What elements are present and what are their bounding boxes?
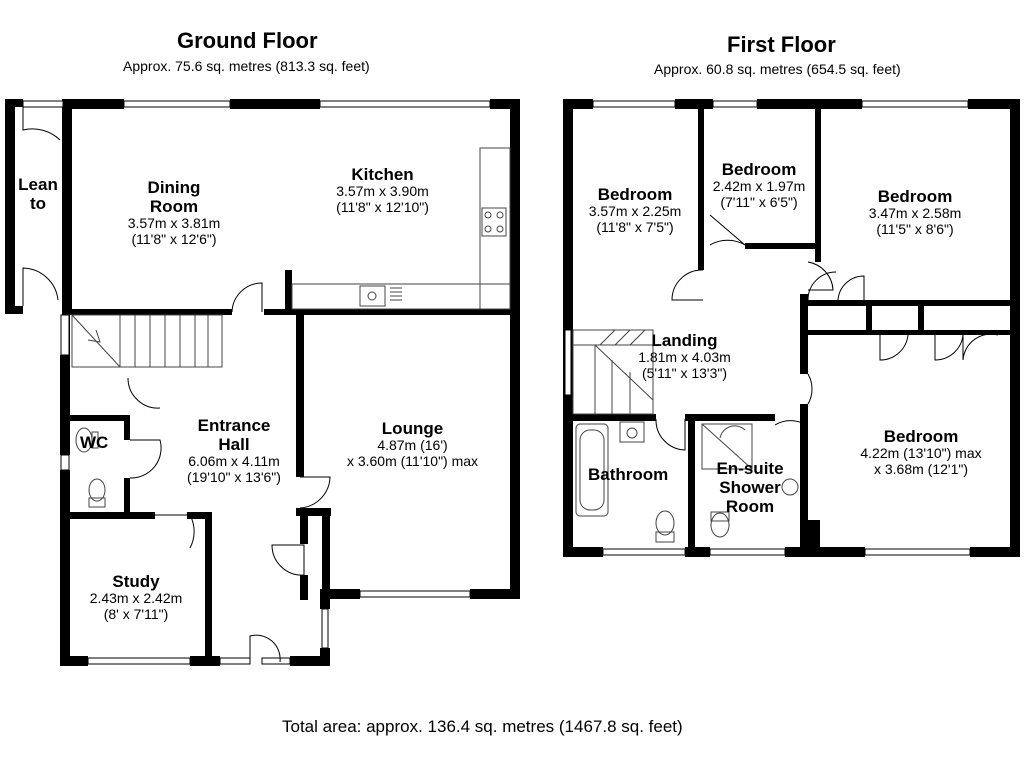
dining-room-name-2: Room [149, 197, 199, 217]
first-floor-windows [564, 100, 971, 556]
lean-to-label: Lean to [16, 175, 60, 213]
entrance-hall-name-1: Entrance [197, 416, 271, 435]
study-label: Study 2.43m x 2.42m (8' x 7'11") [72, 572, 200, 622]
kitchen-label: Kitchen 3.57m x 3.90m (11'8" x 12'10") [310, 165, 455, 215]
lounge-imperial: x 3.60m (11'10") max [346, 452, 479, 469]
lean-to-name-2: to [29, 194, 47, 214]
ground-floor-windows [22, 100, 491, 665]
ground-floor-doors [22, 107, 331, 663]
bedroom-4-name: Bedroom [883, 427, 959, 446]
entrance-hall-metric: 6.06m x 4.11m [188, 453, 280, 470]
dining-room-label: Dining Room 3.57m x 3.81m (11'8" x 12'6"… [100, 178, 248, 247]
dining-room-name-1: Dining [147, 178, 201, 197]
lounge-label: Lounge 4.87m (16') x 3.60m (11'10") max [330, 419, 495, 469]
ground-floor-walls [5, 99, 520, 666]
bedroom-1-name: Bedroom [597, 185, 673, 204]
bedroom-1-label: Bedroom 3.57m x 2.25m (11'8" x 7'5") [575, 185, 695, 235]
bedroom-3-metric: 3.47m x 2.58m [868, 205, 962, 222]
first-floor-area: Approx. 60.8 sq. metres (654.5 sq. feet) [654, 61, 901, 77]
first-floor-walls [563, 99, 1020, 557]
entrance-hall-label: Entrance Hall 6.06m x 4.11m (19'10" x 13… [160, 416, 308, 485]
ground-floor-fixtures [71, 147, 511, 508]
landing-name: Landing [651, 331, 718, 350]
lounge-metric: 4.87m (16') [377, 437, 448, 454]
landing-metric: 1.81m x 4.03m [638, 349, 731, 366]
ensuite-name-2: Shower [719, 478, 781, 498]
bedroom-1-metric: 3.57m x 2.25m [588, 203, 682, 220]
wc-label: WC [80, 433, 109, 452]
study-imperial: (8' x 7'11") [103, 605, 169, 622]
total-area: Total area: approx. 136.4 sq. metres (14… [282, 717, 683, 736]
lean-to-name-1: Lean [18, 175, 58, 194]
landing-imperial: (5'11" x 13'3") [641, 364, 728, 381]
first-floor-title: First Floor [727, 32, 836, 57]
ensuite-name-1: En-suite [716, 459, 784, 478]
kitchen-metric: 3.57m x 3.90m [336, 183, 429, 200]
lounge-name: Lounge [381, 419, 444, 438]
bedroom-4-label: Bedroom 4.22m (13'10") max x 3.68m (12'1… [840, 427, 1002, 477]
dining-room-metric: 3.57m x 3.81m [127, 215, 221, 232]
landing-label: Landing 1.81m x 4.03m (5'11" x 13'3") [622, 331, 747, 381]
bedroom-4-imperial: x 3.68m (12'1") [873, 460, 968, 477]
bedroom-3-label: Bedroom 3.47m x 2.58m (11'5" x 8'6") [850, 187, 980, 237]
entrance-hall-name-2: Hall [218, 435, 250, 455]
ground-floor-title: Ground Floor [177, 28, 318, 53]
kitchen-imperial: (11'8" x 12'10") [336, 198, 429, 215]
entrance-hall-imperial: (19'10" x 13'6") [187, 468, 281, 485]
bedroom-1-imperial: (11'8" x 7'5") [596, 218, 674, 235]
study-metric: 2.43m x 2.42m [89, 590, 183, 607]
kitchen-name: Kitchen [351, 165, 414, 184]
bedroom-2-label: Bedroom 2.42m x 1.97m (7'11" x 6'5") [704, 160, 814, 210]
bedroom-2-metric: 2.42m x 1.97m [712, 178, 806, 195]
ensuite-label: En-suite Shower Room [708, 459, 792, 516]
bedroom-3-name: Bedroom [877, 187, 953, 206]
first-floor-doors [655, 214, 999, 451]
bathroom-label: Bathroom [588, 465, 669, 484]
bedroom-4-metric: 4.22m (13'10") max [860, 445, 982, 462]
bedroom-3-imperial: (11'5" x 8'6") [876, 220, 954, 237]
bedroom-2-name: Bedroom [721, 160, 797, 179]
dining-room-imperial: (11'8" x 12'6") [131, 230, 217, 247]
study-name: Study [112, 572, 160, 591]
bedroom-2-imperial: (7'11" x 6'5") [720, 193, 798, 210]
ground-floor-area: Approx. 75.6 sq. metres (813.3 sq. feet) [123, 58, 370, 74]
ensuite-name-3: Room [725, 497, 775, 517]
first-floor-fixtures [572, 329, 799, 543]
